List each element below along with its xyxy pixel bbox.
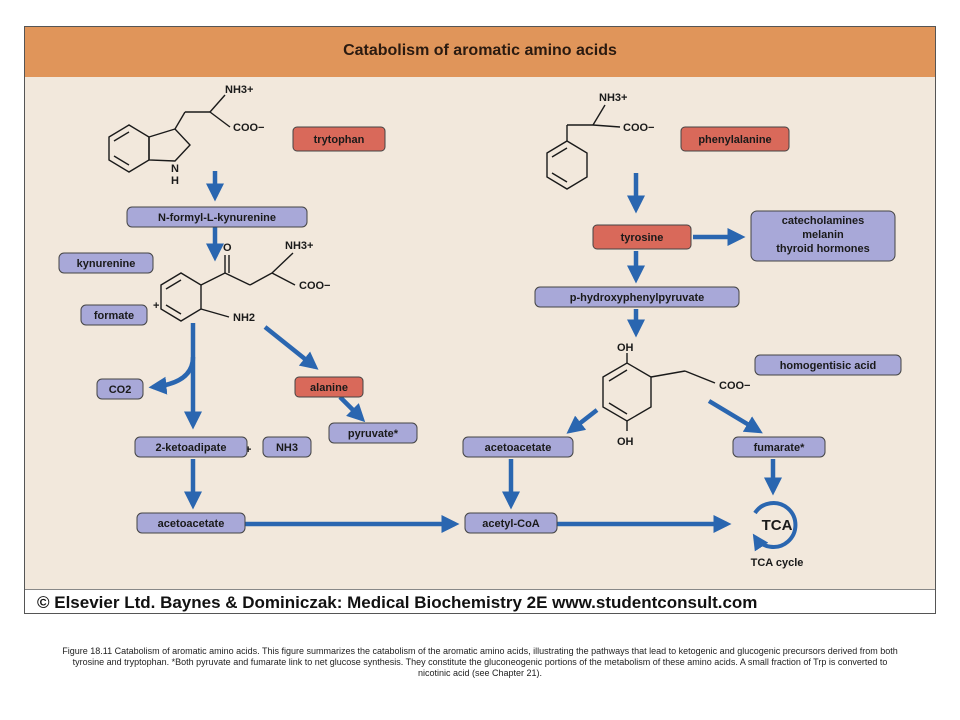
arrow-homogentisate-to-acetoacetate [566,408,599,434]
svg-text:homogentisic acid: homogentisic acid [780,360,877,372]
svg-text:catecholamines: catecholamines [782,215,865,227]
trp-h: H [171,175,179,187]
arrow-to-co2 [148,356,196,395]
chemical-labels: NH3+ COO− N H O NH3+ COO− NH2 + + NH3+ C… [153,84,750,456]
svg-text:NH3: NH3 [276,442,298,454]
svg-text:kynurenine: kynurenine [77,258,136,270]
node-trytophan: trytophan [292,126,386,152]
svg-text:phenylalanine: phenylalanine [698,134,771,146]
figure-caption: Figure 18.11 Catabolism of aromatic amin… [62,646,898,678]
arrow-homogentisate-to-fumarate [707,399,763,434]
phe-nh3: NH3+ [599,92,627,104]
trp-n: N [171,163,179,175]
node-phenylalanine: phenylalanine [680,126,790,152]
title-band [25,27,935,77]
kyn-nh3: NH3+ [285,240,313,252]
kyn-coo: COO− [299,280,330,292]
svg-text:CO2: CO2 [109,384,132,396]
phe-coo: COO− [623,122,654,134]
node-alanine: alanine [294,376,364,398]
hga-coo: COO− [719,380,750,392]
node-catecholamines-group: catecholamines melanin thyroid hormones [750,210,896,262]
svg-text:2-ketoadipate: 2-ketoadipate [156,442,227,454]
tca-label: TCA [762,517,793,534]
node-2-ketoadipate: 2-ketoadipate [134,436,248,458]
svg-text:thyroid hormones: thyroid hormones [776,243,870,255]
svg-text:tyrosine: tyrosine [621,232,664,244]
arrow-kyn-to-alanine [263,325,319,370]
node-pyruvate: pyruvate* [328,422,418,444]
svg-text:acetoacetate: acetoacetate [485,442,552,454]
ketoadipate-plus: + [245,444,251,456]
homogentisate-structure [602,353,716,431]
hga-oh-top: OH [617,342,634,354]
tryptophan-structure [108,94,231,173]
kyn-nh2: NH2 [233,312,255,324]
figure-panel: Catabolism of aromatic amino acids [24,26,936,614]
node-fumarate: fumarate* [732,436,826,458]
copyright-text: © Elsevier Ltd. Baynes & Dominiczak: Med… [37,593,758,612]
phenylalanine-structure [546,104,621,190]
node-tyrosine: tyrosine [592,224,692,250]
pathway-diagram: NH3+ COO− N H O NH3+ COO− NH2 + + NH3+ C… [58,84,902,569]
node-formate: formate [80,304,148,326]
node-co2: CO2 [96,378,144,400]
node-acetoacetate-left: acetoacetate [136,512,246,534]
pathway-arrows [148,171,782,533]
svg-text:trytophan: trytophan [314,134,365,146]
hga-oh-bottom: OH [617,436,634,448]
formate-plus: + [153,300,159,312]
svg-text:melanin: melanin [802,229,844,241]
svg-text:pyruvate*: pyruvate* [348,428,399,440]
tca-cycle: TCA TCA cycle [751,501,804,569]
figure-title: Catabolism of aromatic amino acids [343,42,617,59]
svg-text:fumarate*: fumarate* [754,442,805,454]
copyright-band: © Elsevier Ltd. Baynes & Dominiczak: Med… [25,589,935,613]
node-acetoacetate-right: acetoacetate [462,436,574,458]
trp-coo: COO− [233,122,264,134]
node-acetyl-coa: acetyl-CoA [464,512,558,534]
node-nh3: NH3 [262,436,312,458]
svg-text:alanine: alanine [310,382,348,394]
svg-text:acetyl-CoA: acetyl-CoA [482,518,540,530]
svg-text:p-hydroxyphenylpyruvate: p-hydroxyphenylpyruvate [570,292,704,304]
kyn-keto-o: O [223,242,232,254]
svg-text:acetoacetate: acetoacetate [158,518,225,530]
arrow-alanine-to-pyruvate [338,395,366,423]
node-kynurenine: kynurenine [58,252,154,274]
tca-cycle-arrow [752,501,798,552]
tca-cycle-label: TCA cycle [751,557,804,569]
svg-text:formate: formate [94,310,134,322]
node-hydroxyphenylpyruvate: p-hydroxyphenylpyruvate [534,286,740,308]
trp-nh3: NH3+ [225,84,253,96]
node-homogentisic-acid: homogentisic acid [754,354,902,376]
svg-text:N-formyl-L-kynurenine: N-formyl-L-kynurenine [158,212,276,224]
kynurenine-structure [160,252,296,322]
node-n-formyl-kynurenine: N-formyl-L-kynurenine [126,206,308,228]
